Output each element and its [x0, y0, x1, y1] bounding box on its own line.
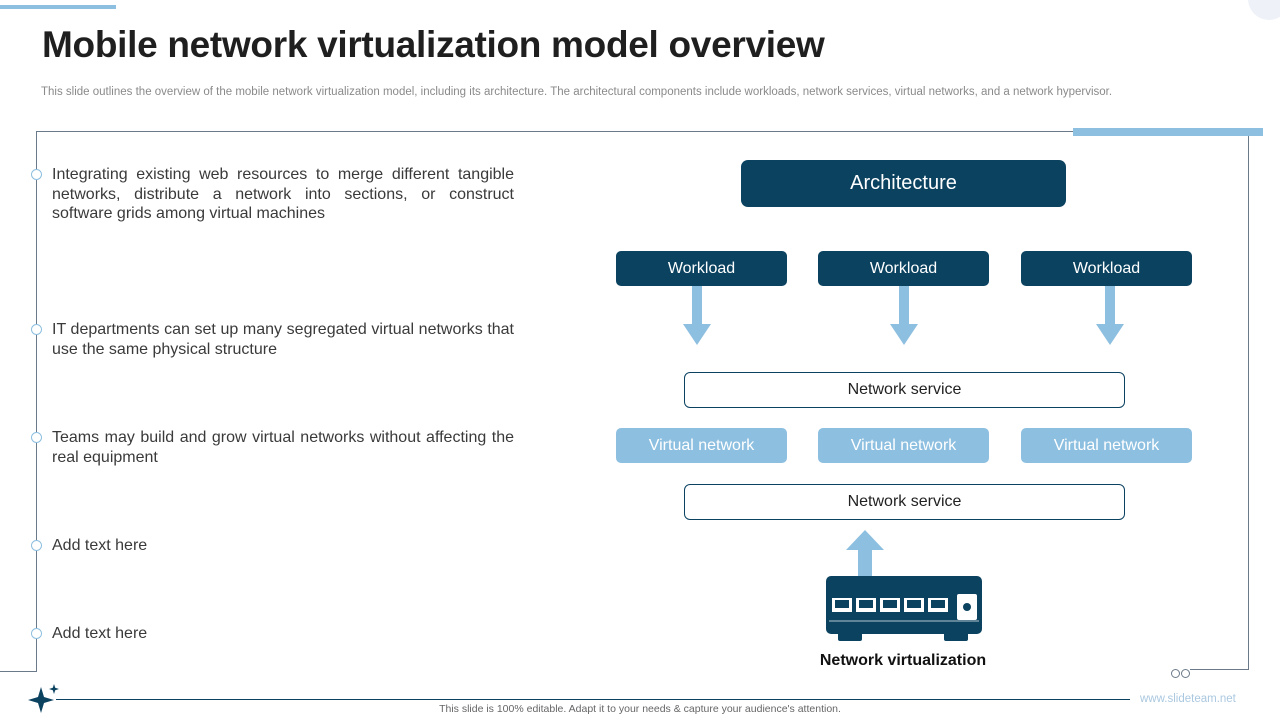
bullet-marker: [31, 324, 42, 335]
workload-box: Workload: [818, 251, 989, 286]
virtual-network-box: Virtual network: [616, 428, 787, 463]
top-accent-bar: [0, 5, 116, 9]
bullet-item: Add text here: [52, 537, 148, 554]
bullet-item: IT departments can set up many segregate…: [52, 321, 514, 358]
bullet-marker: [31, 432, 42, 443]
arrow-down-icon: [890, 286, 918, 345]
bullet-marker: [31, 540, 42, 551]
sparkle-icon: [28, 684, 59, 713]
device-caption: Network virtualization: [819, 652, 987, 669]
arrow-down-icon: [683, 286, 711, 345]
frame-accent-bar: [1073, 128, 1263, 136]
network-service-box: Network service: [684, 372, 1125, 408]
frame-bottom-right-line: [1190, 669, 1249, 670]
arrow-up-icon: [846, 530, 884, 578]
virtual-network-box: Virtual network: [1021, 428, 1192, 463]
footer-line: [56, 699, 1130, 700]
footer-note: This slide is 100% editable. Adapt it to…: [439, 703, 841, 715]
frame-end-dots: [1171, 665, 1191, 683]
router-device-icon: [826, 576, 982, 641]
arrow-down-icon: [1096, 286, 1124, 345]
workload-box: Workload: [616, 251, 787, 286]
footer-site-link[interactable]: www.slideteam.net: [1140, 693, 1236, 705]
bullet-item: Integrating existing web resources to me…: [52, 166, 514, 222]
slide-title: Mobile network virtualization model over…: [42, 24, 825, 65]
corner-decoration: [1248, 0, 1280, 20]
virtual-network-box: Virtual network: [818, 428, 989, 463]
bullet-item: Add text here: [52, 625, 148, 642]
slide-subtitle: This slide outlines the overview of the …: [41, 86, 1113, 98]
bullet-marker: [31, 169, 42, 180]
frame-left-line: [36, 131, 37, 672]
bullet-marker: [31, 628, 42, 639]
frame-right-line: [1248, 136, 1249, 670]
frame-bottom-left-line: [0, 671, 37, 672]
architecture-box: Architecture: [741, 160, 1066, 207]
frame-top-line: [36, 131, 1249, 132]
bullet-item: Teams may build and grow virtual network…: [52, 429, 514, 466]
network-service-box: Network service: [684, 484, 1125, 520]
workload-box: Workload: [1021, 251, 1192, 286]
